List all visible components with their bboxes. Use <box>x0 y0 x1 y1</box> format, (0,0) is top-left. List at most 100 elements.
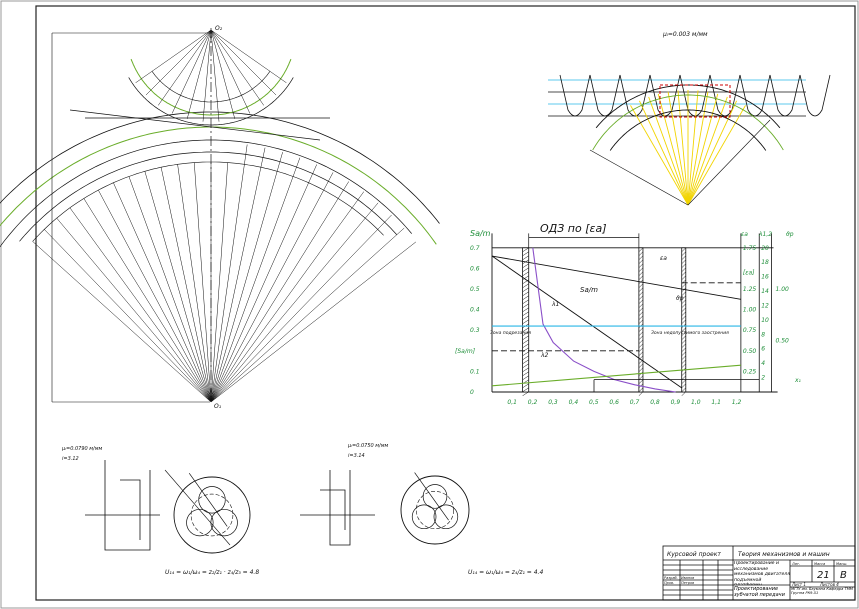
hatch <box>522 275 529 281</box>
generation-ray <box>630 105 689 206</box>
hatch <box>681 331 686 336</box>
carrier-circle <box>415 490 454 529</box>
label-mech2-scale: μₗ=0.0750 м/мм <box>347 443 389 449</box>
radial-line <box>83 198 212 403</box>
y-tick-label: 0.6 <box>470 265 480 272</box>
addendum-arc <box>0 111 440 224</box>
tb-sheet-title: Проектирование зубчатой передачи <box>734 586 785 598</box>
gear2-radial <box>158 29 212 106</box>
radial-line <box>210 162 228 403</box>
hatch <box>522 271 529 277</box>
zone-undercut: Зона подрезания <box>490 330 531 336</box>
theta-tick-label: 1.00 <box>775 286 789 293</box>
ea-tick-label: 1.00 <box>743 307 757 314</box>
x-tick-label: 0,6 <box>609 399 619 406</box>
hatch <box>681 295 686 300</box>
lambda-tick-label: 16 <box>761 274 769 281</box>
x-tick-label: 1,1 <box>711 399 721 406</box>
tb-col-mass: Масса <box>814 562 825 566</box>
gear2-radial <box>145 29 212 96</box>
planetary-kinematic-2 <box>300 470 375 546</box>
radial-line <box>44 229 212 403</box>
hatch <box>681 371 686 376</box>
hatch <box>638 283 644 288</box>
y-tick-label: 0.3 <box>470 327 480 334</box>
gear2-radial <box>210 29 220 122</box>
generation-ray <box>657 93 689 206</box>
hatch <box>681 351 686 356</box>
radial-line <box>210 227 405 403</box>
generation-ray <box>648 96 689 206</box>
zone-sharpening: Зона недопустимого заострения <box>651 330 729 336</box>
tb-course: Теория механизмов и машин <box>738 551 830 558</box>
generation-ray <box>677 90 689 206</box>
hatch <box>681 355 686 360</box>
root-circle <box>609 109 767 151</box>
radial-line <box>32 241 212 403</box>
hatched-zone <box>638 247 644 393</box>
x-tick-label: 0,2 <box>528 399 538 406</box>
hatch <box>522 263 529 269</box>
hatch <box>681 379 686 384</box>
lambda-tick-label: 10 <box>761 317 769 324</box>
radial-line <box>210 172 334 403</box>
tb-sheets: Листов 4 <box>819 582 839 587</box>
hatch <box>638 287 644 292</box>
hatch <box>681 335 686 340</box>
hatch <box>522 299 529 305</box>
planet-circle <box>198 486 226 514</box>
label-o2: O₂ <box>215 25 223 32</box>
lambda-tick-label: 2 <box>761 375 765 382</box>
hatch <box>681 375 686 380</box>
gear2-radial <box>202 29 212 122</box>
gear2-radial <box>135 29 212 83</box>
hatch <box>638 355 644 360</box>
generation-ray <box>687 93 719 206</box>
hatch <box>522 255 529 261</box>
hatch <box>681 343 686 348</box>
title-block <box>662 545 856 601</box>
gear2-radial <box>210 29 287 83</box>
hatch <box>681 391 686 396</box>
ring-gear-circle <box>400 475 470 545</box>
hatch <box>522 247 529 253</box>
y-tick-label: 0.4 <box>470 307 480 314</box>
hatch <box>681 267 686 272</box>
hatch <box>522 295 529 301</box>
gear2-radial <box>210 29 264 106</box>
velocity-line <box>188 472 228 527</box>
x-tick-label: 1,2 <box>732 399 742 406</box>
hatch <box>681 283 686 288</box>
formula-2: U₁₄ = ω₁/ω₄ = z₄/z₁ = 4.4 <box>468 569 543 576</box>
hatch <box>638 299 644 304</box>
axis-label-ea: εa <box>741 231 748 238</box>
velocity-line <box>414 472 449 521</box>
label-mu-top: μₗ=0.003 м/мм <box>662 31 708 38</box>
hatch <box>522 327 529 333</box>
radial-line <box>210 181 349 403</box>
radial-line <box>194 162 212 403</box>
hatch <box>522 351 529 357</box>
series-label-l2: λ2 <box>540 352 549 359</box>
hatch <box>681 307 686 312</box>
radial-line <box>160 167 212 403</box>
ea-tick-label: 0.25 <box>743 368 757 375</box>
chart-ylabel: Sa/m <box>470 229 491 238</box>
gear2-root-arc <box>151 71 271 103</box>
x-tick-label: 0,1 <box>507 399 517 406</box>
radial-line <box>69 207 212 403</box>
hatch <box>638 343 644 348</box>
series-εa <box>491 255 741 300</box>
y-tick-label: 0.1 <box>470 368 480 375</box>
hatch <box>522 343 529 349</box>
tb-name-dev: Иванов <box>681 576 694 580</box>
ea-tick-label: 0.75 <box>743 327 757 334</box>
ring-gear-circle <box>173 476 251 554</box>
hatch <box>522 367 529 373</box>
quality-chart <box>491 233 778 397</box>
hatch <box>638 295 644 300</box>
hatch <box>522 331 529 337</box>
gear2-addendum-arc <box>128 77 294 126</box>
hatch <box>681 339 686 344</box>
tb-project: Курсовой проект <box>667 551 721 558</box>
